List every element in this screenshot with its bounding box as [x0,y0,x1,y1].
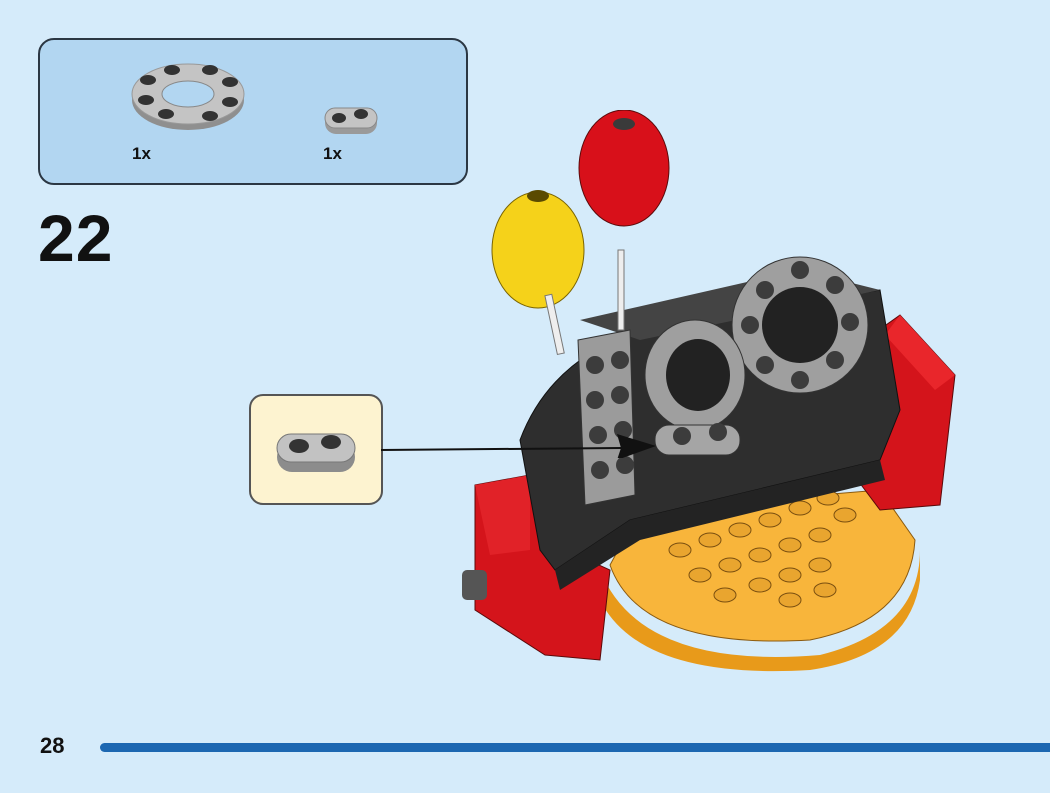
part-callout-box [249,394,383,505]
step-number: 22 [38,201,114,275]
placement-arrow [381,434,656,458]
balloons [491,110,670,356]
part-quantity: 1x [323,144,342,163]
model-illustration [462,110,956,672]
round-plate-part-icon [131,63,245,130]
page-number: 28 [40,733,65,758]
plate-1x2-part-icon [324,107,378,134]
plate-1x2-callout-icon [276,433,356,472]
part-quantity: 1x [132,144,151,163]
parts-list-box: 1x 1x [38,38,468,185]
gray-round-plates [644,256,869,456]
gray-plate [577,329,636,506]
page-progress-bar [100,743,1050,752]
gray-clip [462,570,487,600]
